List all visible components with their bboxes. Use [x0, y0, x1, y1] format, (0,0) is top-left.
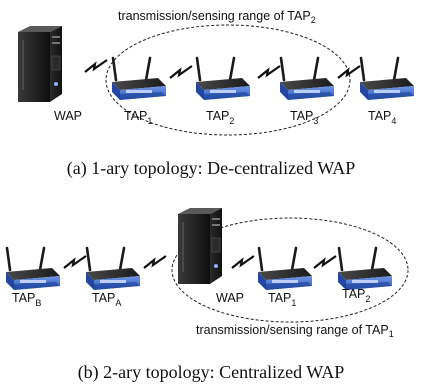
wireless-router-icon	[358, 56, 416, 102]
router-label-a-2: TAP3	[290, 109, 318, 126]
lightning-link-icon	[142, 254, 168, 270]
router-label-b-2: TAP1	[268, 291, 296, 308]
lightning-link-icon	[312, 254, 338, 270]
wireless-router-icon	[110, 56, 168, 102]
server-icon	[17, 25, 63, 103]
range-ellipse-a	[105, 24, 351, 136]
panel-b: TAPB TAPA WAP TAP1 TAP2 transmission/sen…	[4, 207, 409, 339]
wap-label-a: WAP	[54, 109, 82, 123]
wireless-router-icon	[194, 56, 252, 102]
range-ellipse-b	[171, 217, 409, 323]
lightning-link-icon	[230, 254, 256, 270]
router-label-a-0: TAP1	[124, 109, 152, 126]
panel-a: transmission/sensing range of TAP2 WAP T…	[17, 9, 416, 136]
wap-label-b: WAP	[216, 291, 244, 305]
lightning-link-icon	[168, 64, 194, 80]
range-label-b: transmission/sensing range of TAP1	[196, 323, 394, 339]
range-label-a: transmission/sensing range of TAP2	[118, 9, 316, 25]
wireless-router-icon	[336, 246, 394, 292]
router-label-a-3: TAP4	[368, 109, 396, 126]
router-label-b-1: TAPA	[92, 291, 121, 308]
router-label-a-1: TAP2	[206, 109, 234, 126]
lightning-link-icon	[256, 64, 282, 80]
lightning-link-icon	[62, 254, 88, 270]
wireless-router-icon	[278, 56, 336, 102]
caption-a: (a) 1-ary topology: De-centralized WAP	[66, 158, 356, 178]
caption-b: (b) 2-ary topology: Centralized WAP	[77, 362, 345, 382]
router-label-b-0: TAPB	[12, 291, 41, 308]
wireless-router-icon	[84, 246, 142, 292]
server-icon	[177, 207, 223, 285]
router-label-b-3: TAP2	[342, 287, 370, 304]
wireless-router-icon	[256, 246, 314, 292]
lightning-link-icon	[83, 58, 109, 74]
wireless-router-icon	[4, 246, 62, 292]
